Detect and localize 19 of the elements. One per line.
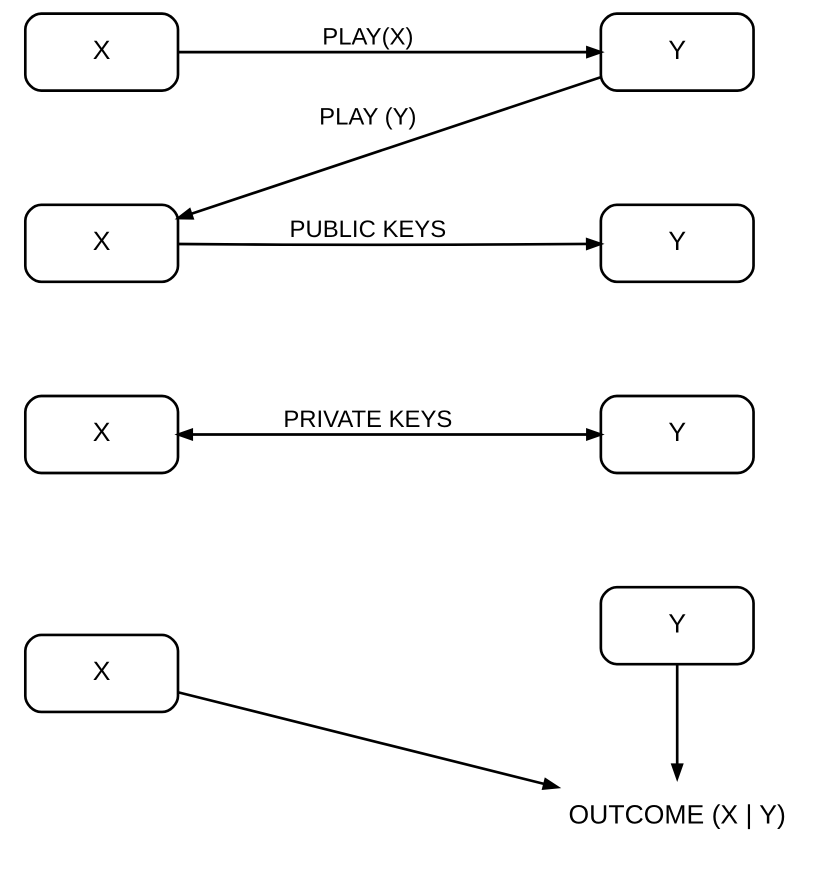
arrow — [174, 428, 604, 442]
node-box: Y — [599, 12, 754, 92]
node-box: Y — [599, 394, 754, 474]
arrow — [174, 76, 601, 220]
arrow — [178, 691, 561, 790]
edge-label: PLAY(X) — [322, 24, 413, 51]
arrow — [178, 46, 604, 59]
arrow — [670, 664, 684, 782]
edge-label: PUBLIC KEYS — [289, 216, 446, 244]
edge-label: PRIVATE KEYS — [282, 406, 452, 434]
node-box: X — [23, 634, 179, 714]
node-box: X — [23, 203, 179, 284]
edge-label: PLAY (Y) — [318, 103, 416, 130]
node-box: X — [23, 12, 179, 92]
arrow — [178, 237, 604, 250]
node-box: Y — [599, 586, 754, 666]
node-text: OUTCOME (X | Y) — [568, 800, 786, 830]
node-box: X — [23, 394, 179, 474]
node-box: Y — [599, 203, 754, 284]
